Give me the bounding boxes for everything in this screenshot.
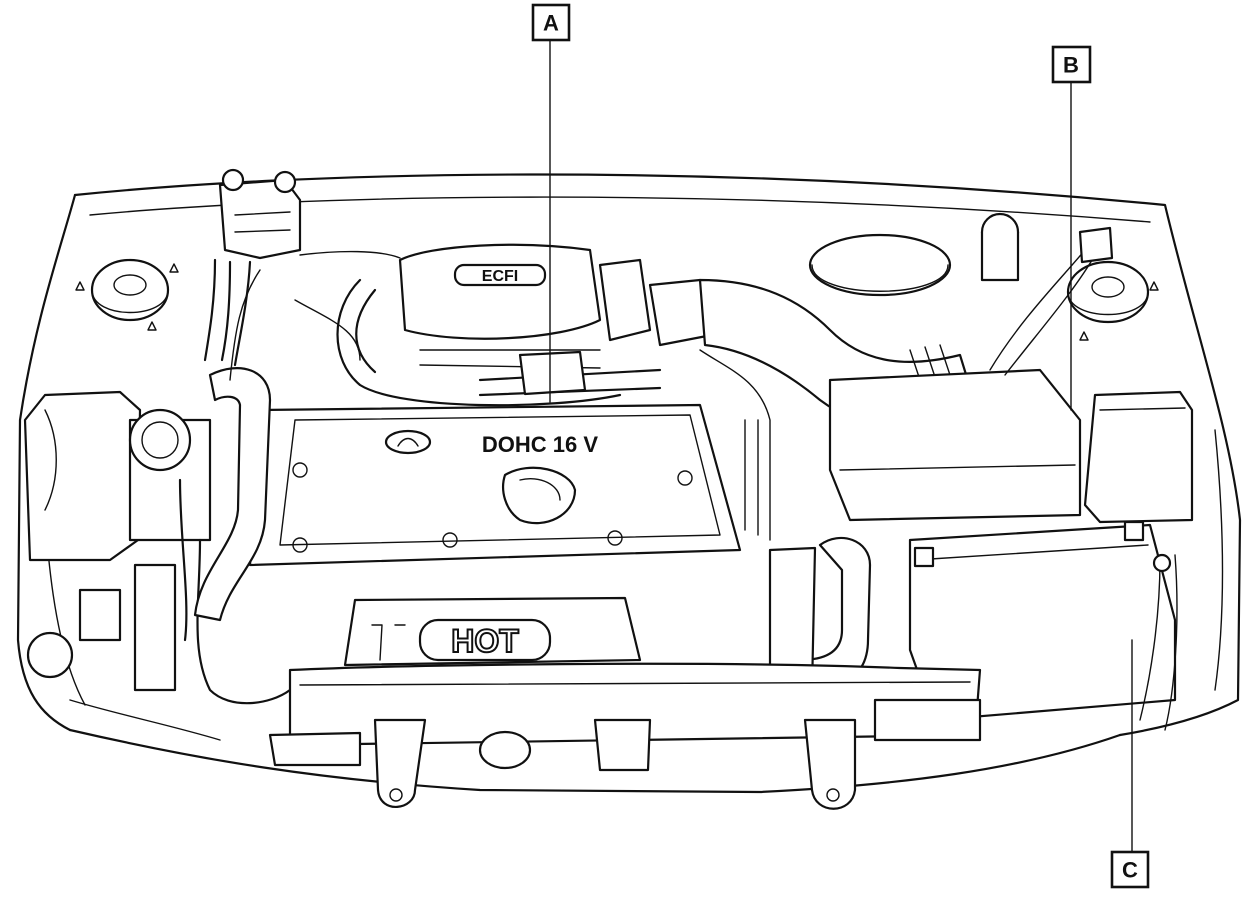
- timing-cover: HOT: [343, 596, 642, 667]
- valve-cover: DOHC 16 V: [248, 403, 742, 567]
- intake-badge-text: ECFI: [482, 268, 518, 285]
- callout-leaders: [549, 39, 1133, 853]
- right-wiring-harness: [989, 226, 1178, 731]
- cover-hot-text: HOT: [451, 623, 519, 659]
- right-strut-tower: [1066, 260, 1159, 341]
- callout-c-label: C: [1122, 858, 1138, 883]
- callout-a-label: A: [543, 11, 559, 36]
- lower-left-components: [26, 538, 292, 741]
- air-filter-housing: [828, 212, 1082, 522]
- engine-bay-outline: [16, 173, 1242, 794]
- left-wiring-harness: [229, 250, 771, 541]
- throttle-body: [478, 258, 714, 397]
- callout-b: B: [1051, 45, 1092, 84]
- radiator-support: [268, 662, 982, 810]
- callout-b-label: B: [1063, 53, 1079, 78]
- relay-box: [1083, 390, 1194, 524]
- valve-cover-text: DOHC 16 V: [482, 432, 598, 457]
- brake-booster-assembly: [203, 168, 302, 367]
- callout-c: C: [1110, 850, 1150, 889]
- left-strut-tower: [75, 258, 179, 331]
- coolant-reservoir: [23, 390, 212, 642]
- callout-a: A: [531, 3, 571, 42]
